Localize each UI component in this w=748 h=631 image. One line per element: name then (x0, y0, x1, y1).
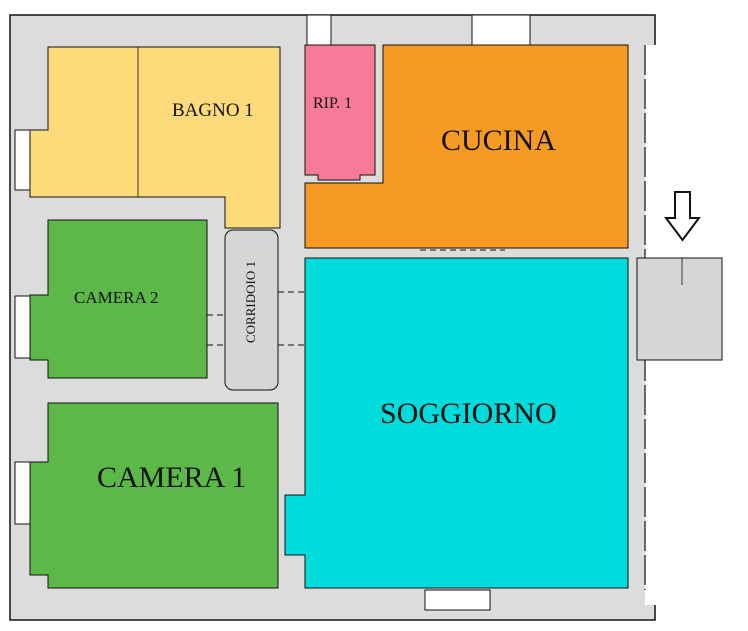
room-label-corridoio-1: CORRIDOIO 1 (243, 261, 258, 343)
down-arrow-icon (664, 191, 701, 242)
room-label-soggiorno: SOGGIORNO (380, 397, 557, 430)
room-label-rip-1: RIP. 1 (313, 95, 353, 112)
room-corridoio-1[interactable] (224, 229, 279, 391)
room-label-camera-2: CAMERA 2 (74, 288, 159, 307)
room-bagno-1[interactable] (29, 46, 281, 229)
room-label-bagno-1: BAGNO 1 (172, 100, 254, 121)
room-balcone[interactable] (636, 257, 723, 361)
room-label-cucina: CUCINA (441, 124, 557, 157)
room-label-camera-1: CAMERA 1 (97, 461, 247, 494)
room-rip-1[interactable] (304, 44, 376, 181)
room-cucina[interactable] (304, 44, 629, 249)
door-openings (207, 249, 505, 346)
room-camera-2[interactable] (29, 219, 208, 379)
room-soggiorno[interactable] (284, 257, 629, 589)
room-camera-1[interactable] (29, 402, 279, 589)
